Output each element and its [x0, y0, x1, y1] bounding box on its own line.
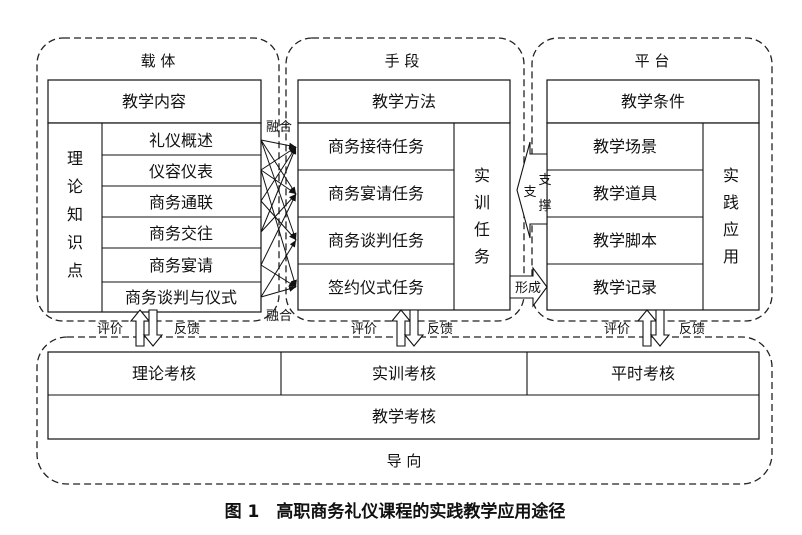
form-label: 形成	[515, 281, 541, 296]
assessment-main: 教学考核	[372, 407, 436, 426]
platform-side-label: 实 践 应 用	[723, 166, 739, 266]
means-item: 签约仪式任务	[328, 278, 424, 297]
carrier-item: 商务谈判与仪式	[125, 288, 237, 307]
support-label: 支	[523, 185, 536, 200]
platform-side-char: 践	[723, 193, 739, 212]
carrier-item: 商务宴请	[149, 256, 213, 275]
means-header: 教学方法	[372, 92, 436, 111]
carrier-side-char: 理	[67, 149, 83, 168]
platform-item: 教学场景	[593, 137, 657, 156]
platform-item: 教学道具	[593, 184, 657, 203]
means-item: 商务谈判任务	[328, 231, 424, 250]
figure-caption: 图 1 高职商务礼仪课程的实践教学应用途径	[225, 501, 566, 522]
support-label: 撑	[538, 199, 551, 214]
platform-header-box	[546, 79, 760, 124]
eval-feedback-right: 评价 反馈	[604, 309, 705, 347]
means-title: 手 段	[385, 52, 420, 70]
evaluate-label: 评价	[97, 322, 123, 337]
carrier-group-border	[36, 37, 280, 322]
carrier-side-char: 知	[67, 205, 83, 224]
carrier-side-label: 理 论 知 识 点	[67, 149, 83, 280]
assessment-item: 理论考核	[132, 364, 196, 383]
means-side-char: 训	[474, 193, 490, 212]
means-side-char: 任	[474, 220, 490, 239]
carrier-title: 载 体	[141, 52, 176, 70]
assessment-group-border	[36, 336, 773, 485]
eval-feedback-left: 评价 反馈	[97, 309, 200, 347]
feedback-label: 反馈	[679, 322, 705, 337]
evaluate-label: 评价	[351, 322, 377, 337]
carrier-item: 商务通联	[149, 193, 213, 212]
feedback-label: 反馈	[174, 322, 200, 337]
support-label: 支	[538, 173, 551, 188]
carrier-header-box	[47, 79, 262, 124]
fusion-label-top: 融合	[266, 120, 292, 135]
assessment-item: 平时考核	[611, 364, 675, 383]
carrier-side-char: 识	[67, 233, 83, 252]
feedback-label: 反馈	[427, 322, 453, 337]
fusion-arrows	[260, 139, 297, 298]
carrier-item: 仪容仪表	[149, 162, 213, 181]
means-header-box	[297, 79, 511, 124]
carrier-item: 商务交往	[149, 224, 213, 243]
form-arrow	[509, 266, 548, 308]
evaluate-label: 评价	[604, 322, 630, 337]
eval-feedback-middle: 评价 反馈	[351, 309, 453, 347]
platform-item: 教学记录	[593, 278, 657, 297]
platform-item: 教学脚本	[593, 231, 657, 250]
carrier-side-char: 点	[67, 261, 83, 280]
assessment-item: 实训考核	[372, 364, 436, 383]
carrier-side-char: 论	[67, 177, 83, 196]
means-side-char: 务	[474, 247, 490, 266]
platform-side-char: 用	[723, 247, 739, 266]
means-side-char: 实	[474, 166, 490, 185]
guide-label: 导 向	[387, 452, 422, 470]
platform-side-char: 应	[723, 220, 739, 239]
fusion-label-bottom: 融合	[266, 309, 292, 324]
means-item: 商务接待任务	[328, 137, 424, 156]
platform-title: 平 台	[635, 52, 670, 70]
means-item: 商务宴请任务	[328, 184, 424, 203]
carrier-header: 教学内容	[122, 92, 186, 111]
carrier-item: 礼仪概述	[149, 131, 213, 150]
means-side-label: 实 训 任 务	[474, 166, 490, 266]
platform-side-char: 实	[723, 166, 739, 185]
platform-header: 教学条件	[621, 92, 685, 111]
support-arrow	[516, 141, 548, 239]
